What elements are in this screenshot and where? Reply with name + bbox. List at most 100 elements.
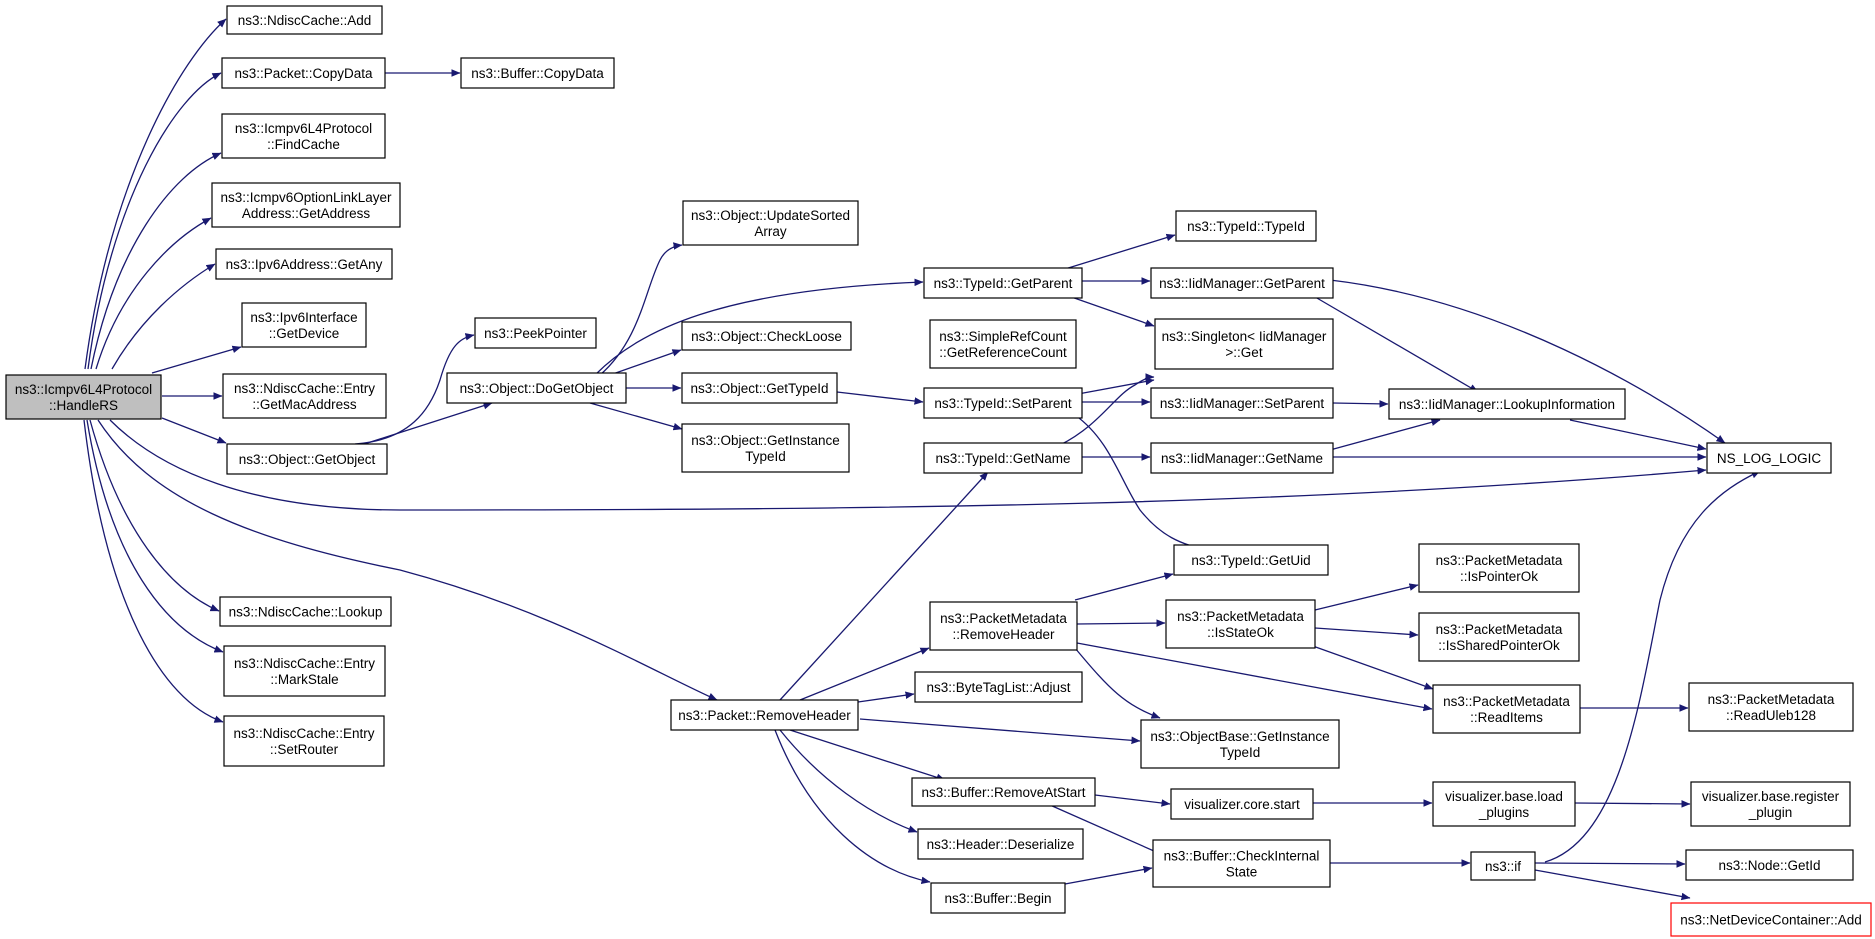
edge-packet-removeheader-header-deserialize xyxy=(779,729,918,833)
graph-node-buffer-copydata[interactable]: ns3::Buffer::CopyData xyxy=(460,57,615,89)
node-label: ns3::Object::CheckLoose xyxy=(691,329,842,344)
node-box xyxy=(1152,839,1331,888)
graph-node-pm-readuleb128[interactable]: ns3::PacketMetadata::ReadUleb128 xyxy=(1688,682,1854,732)
node-label: ::GetMacAddress xyxy=(252,397,357,412)
graph-node-viz-load-plugins[interactable]: visualizer.base.load_plugins xyxy=(1432,781,1576,827)
graph-node-ns3-if[interactable]: ns3::if xyxy=(1470,851,1536,881)
graph-node-packet-copydata[interactable]: ns3::Packet::CopyData xyxy=(221,57,386,89)
graph-node-ndisc-add[interactable]: ns3::NdiscCache::Add xyxy=(226,5,383,35)
graph-node-pm-ispointerok[interactable]: ns3::PacketMetadata::IsPointerOk xyxy=(1418,543,1580,593)
graph-node-findcache[interactable]: ns3::Icmpv6L4Protocol::FindCache xyxy=(221,113,386,159)
graph-node-lookupinfo[interactable]: ns3::IidManager::LookupInformation xyxy=(1388,388,1626,420)
edge-iid-getname-lookupinfo xyxy=(1329,418,1441,451)
node-label: ::ReadItems xyxy=(1470,710,1543,725)
graph-node-iid-setparent[interactable]: ns3::IidManager::SetParent xyxy=(1150,387,1334,419)
node-label: ns3::Header::Deserialize xyxy=(927,837,1075,852)
graph-nodes: ns3::Icmpv6L4Protocol::HandleRSns3::Ndis… xyxy=(5,5,1872,937)
graph-node-obj-gettypeid[interactable]: ns3::Object::GetTypeId xyxy=(681,372,838,404)
graph-node-markstale[interactable]: ns3::NdiscCache::Entry::MarkStale xyxy=(223,645,386,697)
graph-node-node-getid[interactable]: ns3::Node::GetId xyxy=(1685,849,1854,881)
node-label: ::IsStateOk xyxy=(1207,625,1274,640)
edge-loadplugins-registerplugin xyxy=(1574,800,1691,808)
graph-node-iid-getparent[interactable]: ns3::IidManager::GetParent xyxy=(1150,267,1334,299)
node-label: ns3::Buffer::CheckInternal xyxy=(1164,849,1320,864)
graph-node-singleton-get[interactable]: ns3::Singleton< IidManager >::Get xyxy=(1154,318,1334,370)
node-label: ns3::Packet::RemoveHeader xyxy=(678,708,851,723)
graph-node-viz-register-plugin[interactable]: visualizer.base.register_plugin xyxy=(1690,781,1851,827)
graph-node-getdevice[interactable]: ns3::Ipv6Interface::GetDevice xyxy=(241,302,367,348)
node-box xyxy=(226,443,388,475)
node-box xyxy=(1140,719,1340,769)
graph-node-header-deserialize[interactable]: ns3::Header::Deserialize xyxy=(917,828,1084,860)
node-label: ns3::Object::GetObject xyxy=(239,452,376,467)
edge-dogetobject-typeid-getparent xyxy=(594,278,924,376)
graph-node-typeid-typeid[interactable]: ns3::TypeId::TypeId xyxy=(1175,210,1317,242)
graph-node-setrouter[interactable]: ns3::NdiscCache::Entry::SetRouter xyxy=(223,715,385,767)
graph-node-getany[interactable]: ns3::Ipv6Address::GetAny xyxy=(215,248,393,280)
graph-node-iid-getname[interactable]: ns3::IidManager::GetName xyxy=(1150,442,1334,474)
graph-node-typeid-setparent[interactable]: ns3::TypeId::SetParent xyxy=(923,387,1083,419)
node-label: ns3::PacketMetadata xyxy=(1436,622,1563,637)
node-label: ns3::Icmpv6L4Protocol xyxy=(235,121,372,136)
node-box xyxy=(1173,544,1329,576)
node-box xyxy=(1706,442,1832,474)
edge-root-ns-log-logic xyxy=(109,419,1707,511)
graph-node-typeid-getuid[interactable]: ns3::TypeId::GetUid xyxy=(1173,544,1329,576)
graph-node-bytetaglist-adjust[interactable]: ns3::ByteTagList::Adjust xyxy=(914,671,1083,703)
node-box xyxy=(474,317,597,349)
node-box xyxy=(911,777,1096,807)
node-box xyxy=(1175,210,1317,242)
graph-node-ns-log-logic[interactable]: NS_LOG_LOGIC xyxy=(1706,442,1832,474)
edge-typeid-getname-singleton xyxy=(1059,373,1155,446)
node-box xyxy=(681,423,850,473)
graph-node-buffer-begin[interactable]: ns3::Buffer::Begin xyxy=(930,882,1066,914)
node-box xyxy=(1150,387,1334,419)
graph-node-getobject[interactable]: ns3::Object::GetObject xyxy=(226,443,388,475)
node-box xyxy=(446,372,627,404)
node-label: ns3::Buffer::RemoveAtStart xyxy=(921,785,1085,800)
node-label: ns3::PacketMetadata xyxy=(1708,692,1835,707)
graph-node-netdevicecontainer-add[interactable]: ns3::NetDeviceContainer::Add xyxy=(1670,902,1872,937)
node-label: ns3::IidManager::SetParent xyxy=(1160,396,1325,411)
graph-node-packet-removeheader[interactable]: ns3::Packet::RemoveHeader xyxy=(670,699,859,731)
graph-node-ndisc-lookup[interactable]: ns3::NdiscCache::Lookup xyxy=(219,596,392,627)
node-label: Array xyxy=(754,224,787,239)
graph-node-getrefcount[interactable]: ns3::SimpleRefCount::GetReferenceCount xyxy=(929,319,1077,369)
edge-root-ndisc-add xyxy=(84,18,227,370)
node-label: ns3::TypeId::SetParent xyxy=(934,396,1072,411)
graph-node-getaddress[interactable]: ns3::Icmpv6OptionLinkLayerAddress::GetAd… xyxy=(211,182,401,228)
node-label: visualizer.base.register xyxy=(1702,789,1840,804)
edge-root-markstale xyxy=(86,419,224,653)
graph-node-pm-issharedpointerok[interactable]: ns3::PacketMetadata::IsSharedPointerOk xyxy=(1418,612,1580,662)
graph-node-getmacaddress[interactable]: ns3::NdiscCache::Entry::GetMacAddress xyxy=(222,373,387,419)
graph-node-peekpointer[interactable]: ns3::PeekPointer xyxy=(474,317,597,349)
node-label: ::SetRouter xyxy=(270,742,339,757)
graph-node-buffer-removeatstart[interactable]: ns3::Buffer::RemoveAtStart xyxy=(911,777,1096,807)
node-label: ns3::TypeId::GetName xyxy=(935,451,1070,466)
edge-obj-gettypeid-typeid-setparent xyxy=(836,391,924,405)
edge-root-packet-copydata xyxy=(87,72,222,370)
graph-node-viz-core-start[interactable]: visualizer.core.start xyxy=(1170,788,1314,820)
edge-root-getdevice xyxy=(151,345,242,374)
graph-node-root[interactable]: ns3::Icmpv6L4Protocol::HandleRS xyxy=(5,374,162,420)
node-box xyxy=(1165,599,1316,649)
node-box xyxy=(1432,684,1581,734)
node-box xyxy=(241,302,367,348)
node-box xyxy=(222,373,387,419)
node-label: ::ReadUleb128 xyxy=(1726,708,1816,723)
edge-isstateok-issharedpointerok xyxy=(1314,627,1419,639)
graph-node-pm-removeheader[interactable]: ns3::PacketMetadata::RemoveHeader xyxy=(929,601,1078,651)
graph-node-pm-isstateok[interactable]: ns3::PacketMetadata::IsStateOk xyxy=(1165,599,1316,649)
graph-node-typeid-getname[interactable]: ns3::TypeId::GetName xyxy=(923,442,1083,474)
graph-node-checkloose[interactable]: ns3::Object::CheckLoose xyxy=(681,321,852,351)
graph-node-pm-readitems[interactable]: ns3::PacketMetadata::ReadItems xyxy=(1432,684,1581,734)
graph-node-dogetobject[interactable]: ns3::Object::DoGetObject xyxy=(446,372,627,404)
node-label: ::GetDevice xyxy=(269,326,340,341)
graph-node-typeid-getparent[interactable]: ns3::TypeId::GetParent xyxy=(923,267,1083,299)
node-box xyxy=(923,267,1083,299)
